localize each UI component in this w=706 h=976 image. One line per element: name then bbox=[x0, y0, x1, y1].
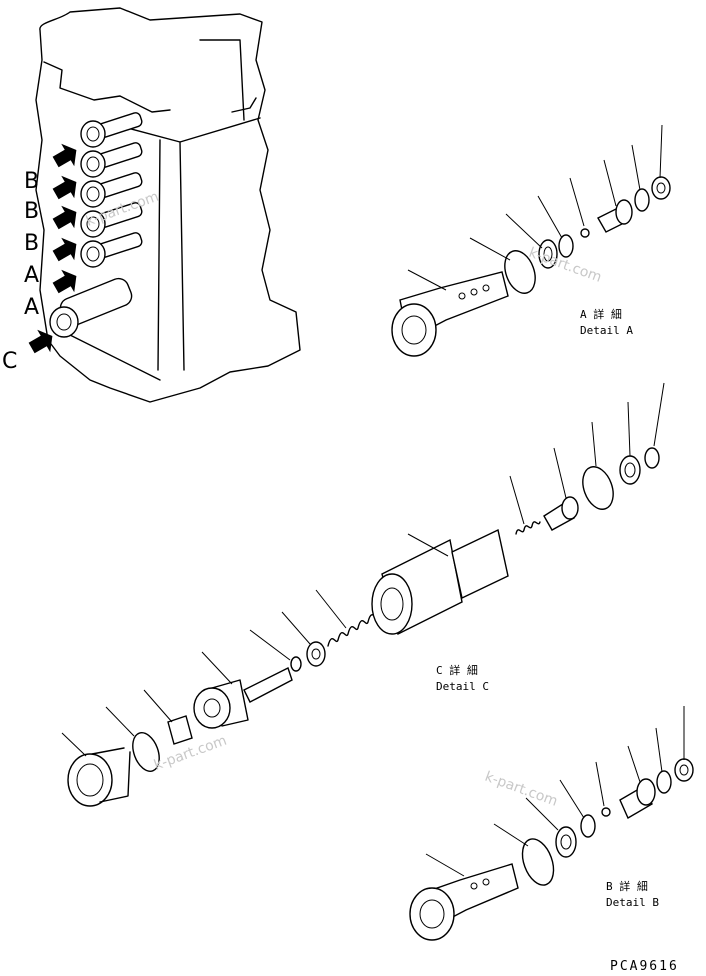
valve-spools bbox=[49, 112, 143, 338]
detail-a-plug bbox=[391, 271, 509, 357]
detail-a-caption-jp: A 詳 細 bbox=[580, 307, 622, 321]
valve-block bbox=[35, 7, 301, 403]
detail-a-end-washer bbox=[651, 176, 671, 200]
callout-letter: A bbox=[24, 295, 39, 320]
detail-a-leader-lines bbox=[407, 124, 663, 291]
detail-c-o-ring-large bbox=[132, 732, 160, 772]
detail-a-assembly: A 詳 細 Detail A bbox=[391, 124, 671, 357]
callout-letter: A bbox=[24, 263, 39, 288]
letter-callouts: B B B A A C bbox=[2, 169, 39, 374]
detail-c-small-spring bbox=[515, 521, 541, 535]
detail-b-ball bbox=[601, 807, 611, 817]
spool-3 bbox=[80, 172, 143, 208]
detail-b-seat bbox=[619, 778, 656, 819]
detail-c-small-ring bbox=[290, 656, 302, 672]
detail-a-caption-en: Detail A bbox=[580, 324, 633, 337]
detail-a-small-o-ring bbox=[558, 234, 574, 258]
figure-code: PCA9616 bbox=[610, 959, 679, 974]
arrow-right-icon bbox=[28, 329, 53, 354]
detail-b-end-washer bbox=[674, 758, 694, 782]
watermark: k-part.com bbox=[483, 769, 560, 810]
detail-b-caption-jp: B 詳 細 bbox=[606, 879, 648, 893]
detail-b-o-ring bbox=[521, 838, 555, 886]
detail-c-housing bbox=[371, 528, 509, 636]
arrow-right-icon bbox=[52, 175, 77, 200]
detail-c-o-ring-end bbox=[582, 466, 614, 510]
detail-a-seat bbox=[597, 199, 633, 233]
spool-1 bbox=[80, 112, 143, 148]
detail-a-ring bbox=[634, 188, 650, 212]
detail-c-end-ring bbox=[644, 447, 660, 469]
spool-6 bbox=[49, 277, 133, 338]
arrow-right-icon bbox=[52, 269, 77, 294]
detail-c-end-washer bbox=[619, 455, 641, 485]
detail-a-o-ring bbox=[504, 250, 536, 294]
detail-c-caption-en: Detail C bbox=[436, 680, 489, 693]
callout-letter: B bbox=[24, 169, 39, 194]
detail-b-caption-en: Detail B bbox=[606, 896, 659, 909]
detail-c-assembly: C 詳 細 Detail C bbox=[61, 382, 665, 807]
spool-5 bbox=[80, 232, 143, 268]
detail-b-plug bbox=[409, 863, 519, 941]
detail-c-valve-pin bbox=[543, 496, 579, 531]
callout-letter: C bbox=[2, 349, 17, 374]
spool-2 bbox=[80, 142, 143, 178]
detail-c-piston bbox=[193, 667, 293, 729]
arrow-right-icon bbox=[52, 237, 77, 262]
arrow-right-icon bbox=[52, 205, 77, 230]
detail-b-ring bbox=[656, 770, 672, 794]
detail-b-small-o-ring bbox=[580, 814, 596, 838]
detail-b-leader-lines bbox=[425, 706, 685, 877]
pointer-arrows bbox=[28, 143, 77, 354]
arrow-right-icon bbox=[52, 143, 77, 168]
callout-letter: B bbox=[24, 199, 39, 224]
detail-c-caption-jp: C 詳 細 bbox=[436, 663, 478, 677]
detail-a-ball bbox=[580, 228, 590, 238]
detail-c-leader-lines bbox=[61, 382, 665, 757]
watermark: k-part.com bbox=[527, 245, 604, 286]
detail-c-spring bbox=[327, 614, 379, 647]
spool-4 bbox=[80, 202, 143, 238]
detail-b-assembly: B 詳 細 Detail B bbox=[409, 706, 694, 941]
watermarks: k-part.com k-part.com k-part.com k-part.… bbox=[84, 189, 604, 810]
detail-c-cap bbox=[67, 747, 131, 807]
detail-c-spring-seat bbox=[167, 715, 193, 745]
detail-b-washer bbox=[555, 826, 577, 858]
detail-a-washer bbox=[538, 239, 558, 269]
callout-letter: B bbox=[24, 231, 39, 256]
detail-c-washer bbox=[306, 641, 326, 667]
